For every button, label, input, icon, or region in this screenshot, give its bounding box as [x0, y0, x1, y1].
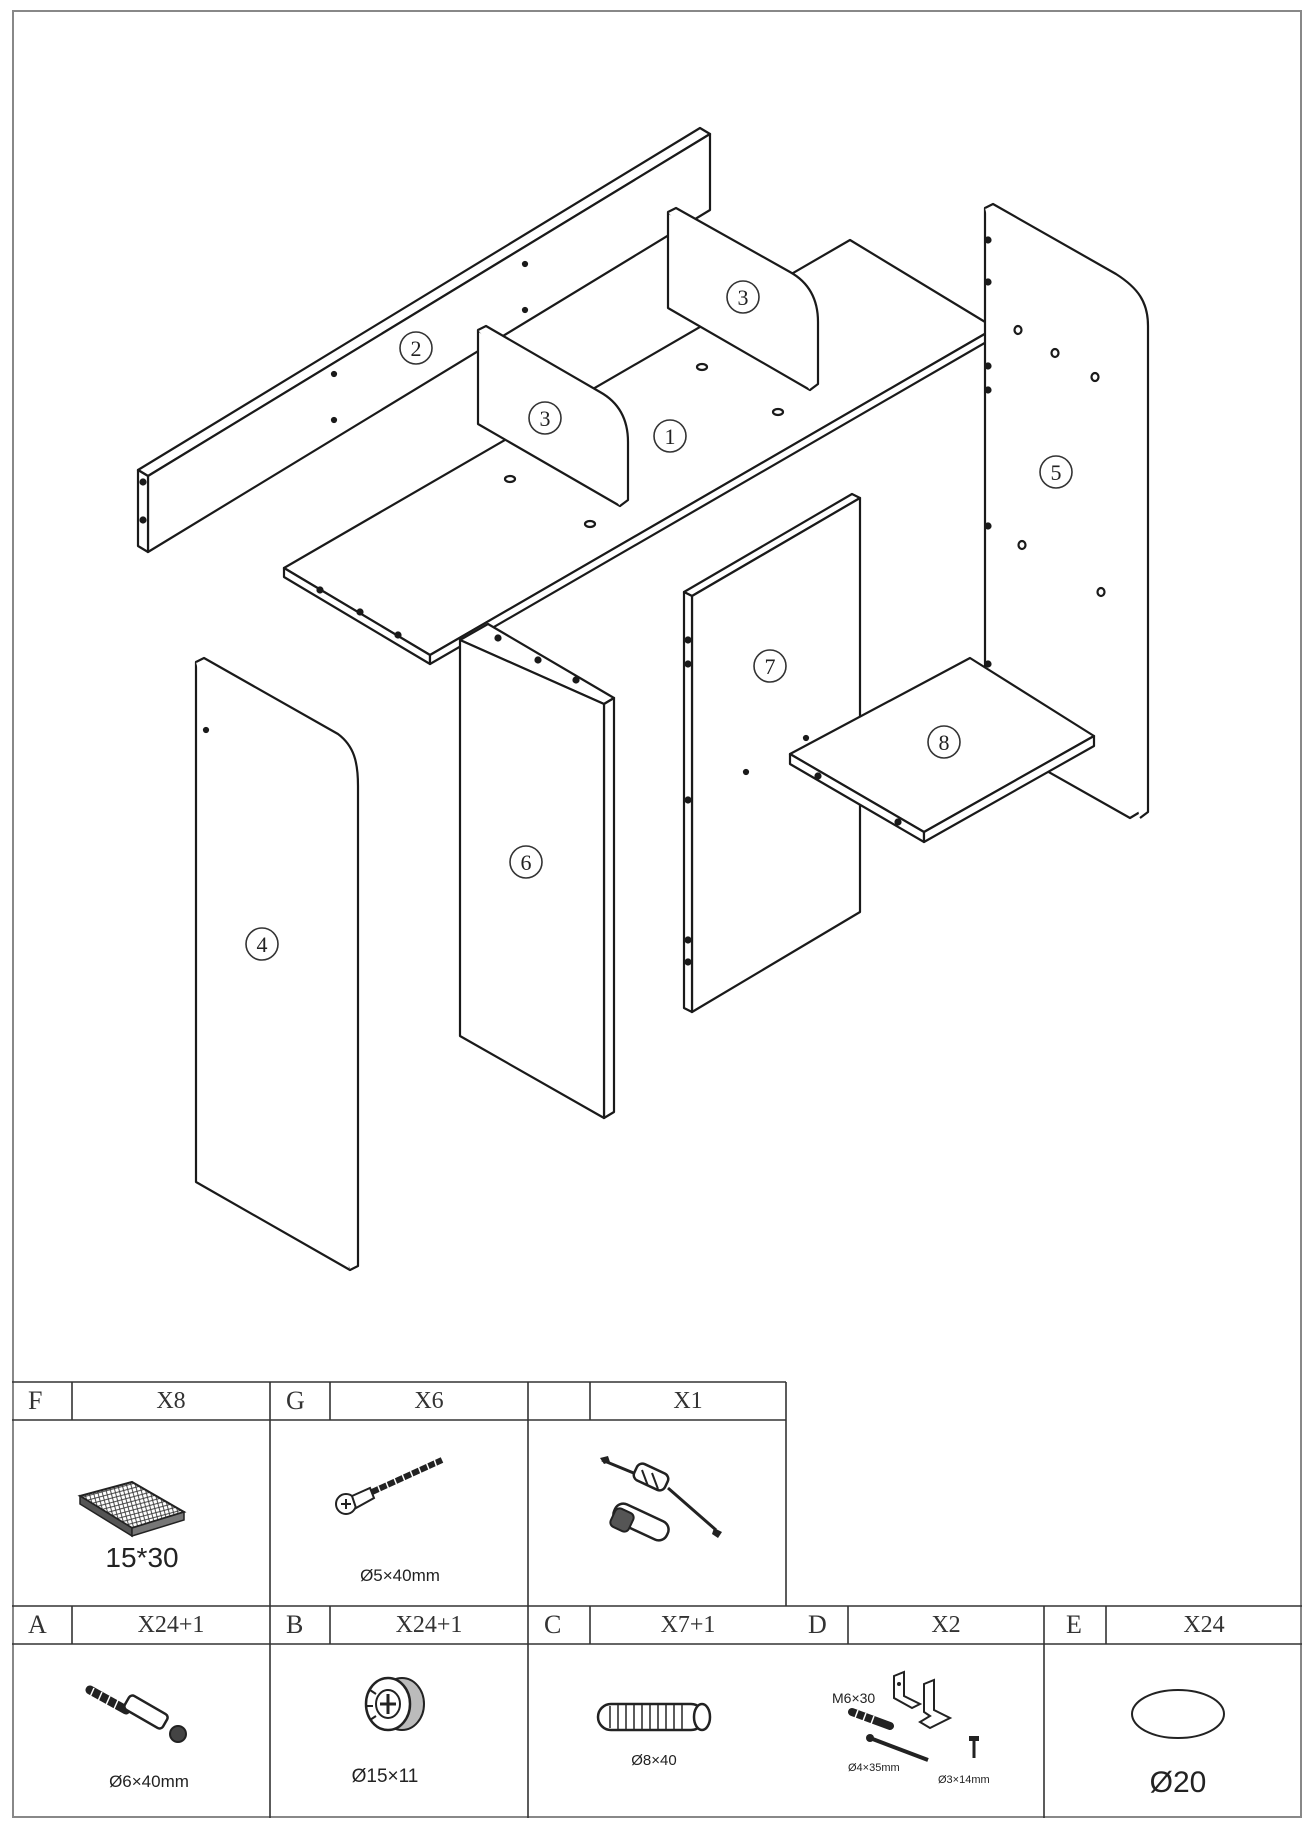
part-label-6: 6	[521, 850, 532, 875]
hardware-b-qty: X24+1	[395, 1612, 463, 1638]
angle-bracket-kit-icon	[848, 1670, 979, 1762]
hardware-g-qty: X6	[414, 1388, 444, 1414]
exploded-assembly-diagram: 2 3 3 1 5 7 8 6 4	[136, 126, 1150, 1272]
part-label-1: 1	[665, 424, 676, 449]
part-label-2: 2	[411, 336, 422, 361]
hardware-g-letter: G	[286, 1386, 305, 1415]
hardware-b-spec: Ø15×11	[351, 1766, 419, 1787]
panel-6-front-side	[458, 622, 616, 1120]
hardware-e-spec: Ø20	[1149, 1766, 1207, 1799]
cover-cap-icon	[1131, 1689, 1225, 1739]
hardware-g-spec: Ø5×40mm	[360, 1566, 440, 1585]
panel-4-side-left	[194, 656, 360, 1272]
screwdriver-icon	[600, 1456, 722, 1542]
hardware-c-letter: C	[544, 1610, 562, 1639]
part-label-7: 7	[765, 654, 776, 679]
hardware-a-qty: X24+1	[137, 1612, 205, 1638]
part-label-8: 8	[939, 730, 950, 755]
part-label-5: 5	[1051, 460, 1062, 485]
hardware-tool-qty: X1	[673, 1388, 703, 1414]
wood-screw-icon	[335, 1457, 444, 1515]
cam-bolt-icon	[85, 1685, 187, 1743]
panel-7-inner-side	[682, 492, 862, 1014]
hardware-d-long-screw-label: Ø4×35mm	[848, 1762, 900, 1774]
cam-lock-icon	[364, 1676, 425, 1732]
hardware-d-letter: D	[808, 1610, 827, 1639]
hardware-b-letter: B	[286, 1610, 304, 1639]
hardware-f-qty: X8	[156, 1388, 186, 1414]
hardware-f-spec: 15*30	[105, 1542, 179, 1573]
part-label-3-right: 3	[738, 285, 749, 310]
hardware-d-qty: X2	[931, 1612, 961, 1638]
part-label-3-left: 3	[540, 406, 551, 431]
hardware-a-letter: A	[28, 1610, 47, 1639]
hardware-d-short-screw-label: Ø3×14mm	[938, 1774, 990, 1786]
hardware-a-spec: Ø6×40mm	[109, 1772, 189, 1791]
panel-5-side-right	[983, 202, 1150, 820]
part-label-4: 4	[257, 932, 268, 957]
hardware-e-letter: E	[1066, 1610, 1082, 1639]
hardware-f-letter: F	[28, 1386, 43, 1415]
wood-dowel-icon	[596, 1702, 712, 1732]
hardware-c-qty: X7+1	[660, 1612, 716, 1638]
felt-pad-icon	[77, 1480, 187, 1538]
hardware-c-spec: Ø8×40	[631, 1752, 677, 1769]
hardware-d-anchor-label: M6×30	[832, 1690, 876, 1706]
hardware-e-qty: X24	[1183, 1612, 1225, 1638]
